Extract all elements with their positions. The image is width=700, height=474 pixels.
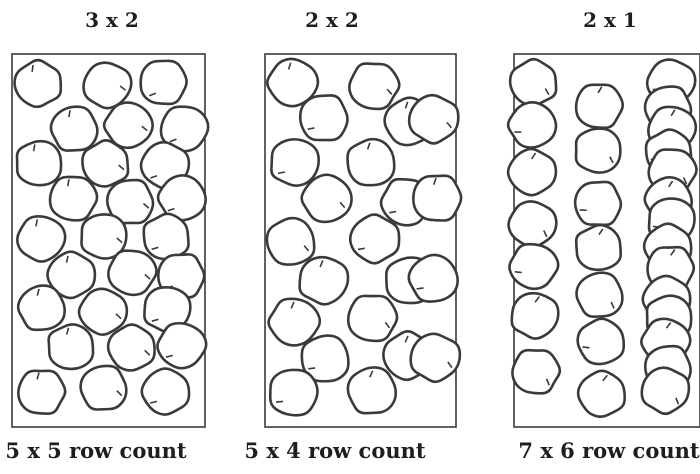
- apple: [511, 348, 562, 395]
- apple: [17, 369, 67, 416]
- apple: [13, 58, 63, 109]
- apples-group-2x2: [265, 57, 463, 417]
- box-outline-2x1: [513, 53, 700, 428]
- apple: [508, 242, 560, 291]
- apple: [506, 101, 558, 149]
- apple: [412, 174, 463, 222]
- apple: [574, 223, 623, 272]
- apple: [507, 200, 558, 249]
- apple: [300, 334, 350, 383]
- apple: [407, 253, 459, 303]
- apple: [265, 216, 316, 266]
- apple: [47, 323, 95, 371]
- apple: [576, 369, 626, 419]
- pack-pattern-label-3x2: 3 x 2: [85, 8, 139, 32]
- apple: [267, 297, 322, 347]
- row-count-label-5x5: 5 x 5 row count: [5, 438, 187, 463]
- apple: [156, 321, 208, 370]
- apple: [46, 250, 97, 300]
- apple: [268, 368, 319, 417]
- apple: [510, 291, 560, 340]
- apple: [16, 284, 66, 332]
- apple: [106, 323, 156, 372]
- pack-pattern-label-2x2: 2 x 2: [305, 8, 359, 32]
- apple: [346, 366, 398, 415]
- box-outline-3x2: [11, 53, 206, 428]
- apple: [15, 139, 63, 187]
- apple: [640, 366, 691, 416]
- apple: [409, 332, 462, 384]
- apple: [159, 105, 210, 153]
- apple: [298, 255, 350, 306]
- apple: [348, 213, 401, 265]
- apple: [573, 180, 623, 227]
- apple: [142, 212, 190, 261]
- apple: [105, 178, 155, 225]
- apple: [140, 367, 191, 416]
- apple: [348, 62, 401, 111]
- apple: [139, 59, 188, 106]
- apple: [407, 93, 460, 145]
- apple: [49, 105, 99, 152]
- pack-pattern-label-2x1: 2 x 1: [583, 8, 637, 32]
- apples-group-2x1: [506, 57, 698, 419]
- apple: [298, 94, 349, 142]
- apple: [508, 57, 558, 107]
- apple: [16, 215, 67, 263]
- apple: [300, 173, 353, 224]
- row-count-label-7x6: 7 x 6 row count: [518, 438, 700, 463]
- apple: [102, 101, 154, 150]
- apple: [77, 287, 129, 337]
- apple: [346, 294, 399, 343]
- row-count-label-5x4: 5 x 4 row count: [244, 438, 426, 463]
- apple: [48, 175, 99, 222]
- apple: [574, 83, 625, 130]
- apple: [576, 317, 626, 366]
- apple: [107, 249, 158, 297]
- apples-group-3x2: [13, 58, 210, 416]
- apple: [506, 147, 558, 197]
- apple: [346, 137, 396, 187]
- apple: [575, 271, 624, 319]
- apple: [82, 61, 133, 110]
- apple: [81, 139, 130, 188]
- apple: [156, 174, 207, 222]
- apple: [79, 364, 128, 411]
- apple: [574, 127, 622, 174]
- apple: [270, 138, 321, 187]
- box-outline-2x2: [264, 53, 457, 428]
